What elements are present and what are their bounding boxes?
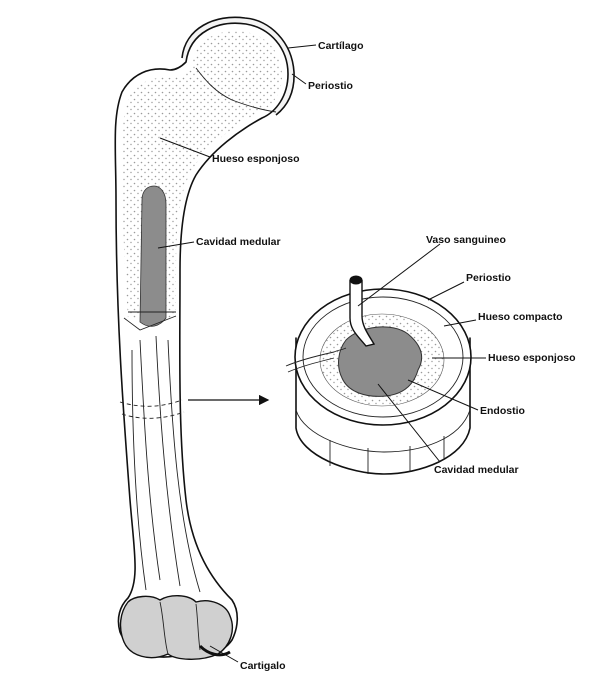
femur-medullary-cavity xyxy=(140,186,166,326)
label-cavidad-medular-femur: Cavidad medular xyxy=(196,236,281,248)
label-endostio: Endostio xyxy=(480,405,525,417)
label-hueso-esponjoso-femur: Hueso esponjoso xyxy=(212,153,300,165)
label-hueso-esponjoso-section: Hueso esponjoso xyxy=(488,352,576,364)
label-cartilago-bottom: Cartigalo xyxy=(240,660,286,672)
label-hueso-compacto: Hueso compacto xyxy=(478,311,563,323)
label-periostio-top: Periostio xyxy=(308,80,353,92)
femur-illustration xyxy=(115,17,294,659)
label-cartilago-top: Cartílago xyxy=(318,40,364,52)
label-vaso-sanguineo: Vaso sanguineo xyxy=(426,234,506,246)
label-periostio-section: Periostio xyxy=(466,272,511,284)
cross-section-illustration xyxy=(286,276,471,474)
label-cavidad-medular-section: Cavidad medular xyxy=(434,464,519,476)
